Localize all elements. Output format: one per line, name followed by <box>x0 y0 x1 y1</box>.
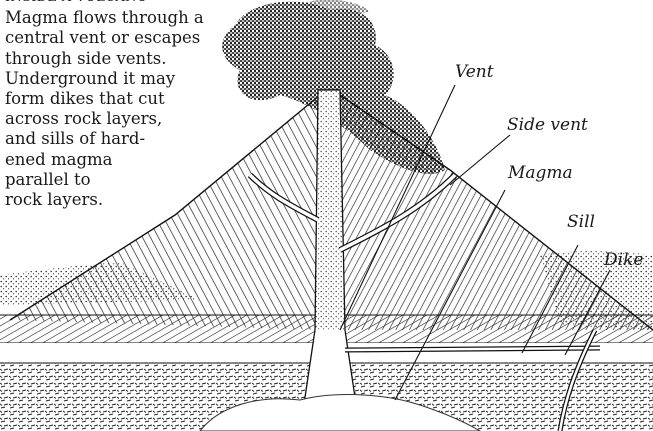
caption-line: through side vents. <box>5 49 205 69</box>
dike-label: Dike <box>604 250 643 270</box>
caption-line: rock layers. <box>5 190 205 210</box>
caption-line: ened magma <box>5 150 205 170</box>
caption-heading: INSIDE A VOLCANO <box>5 0 205 8</box>
caption-line: Underground it may <box>5 69 205 89</box>
caption-line: central vent or escapes <box>5 28 205 48</box>
sill-label: Sill <box>567 212 595 232</box>
caption-line: parallel to <box>5 170 205 190</box>
side-vent-label: Side vent <box>507 115 588 135</box>
cone-right-slope <box>335 95 653 330</box>
caption-block: INSIDE A VOLCANO Magma flows through a c… <box>5 0 205 210</box>
side-vent-leader <box>450 135 510 185</box>
magma-label: Magma <box>508 163 573 183</box>
caption-line: Magma flows through a <box>5 8 205 28</box>
caption-line: across rock layers, <box>5 109 205 129</box>
vent-label: Vent <box>455 62 494 82</box>
caption-line: and sills of hard- <box>5 129 205 149</box>
caption-line: form dikes that cut <box>5 89 205 109</box>
